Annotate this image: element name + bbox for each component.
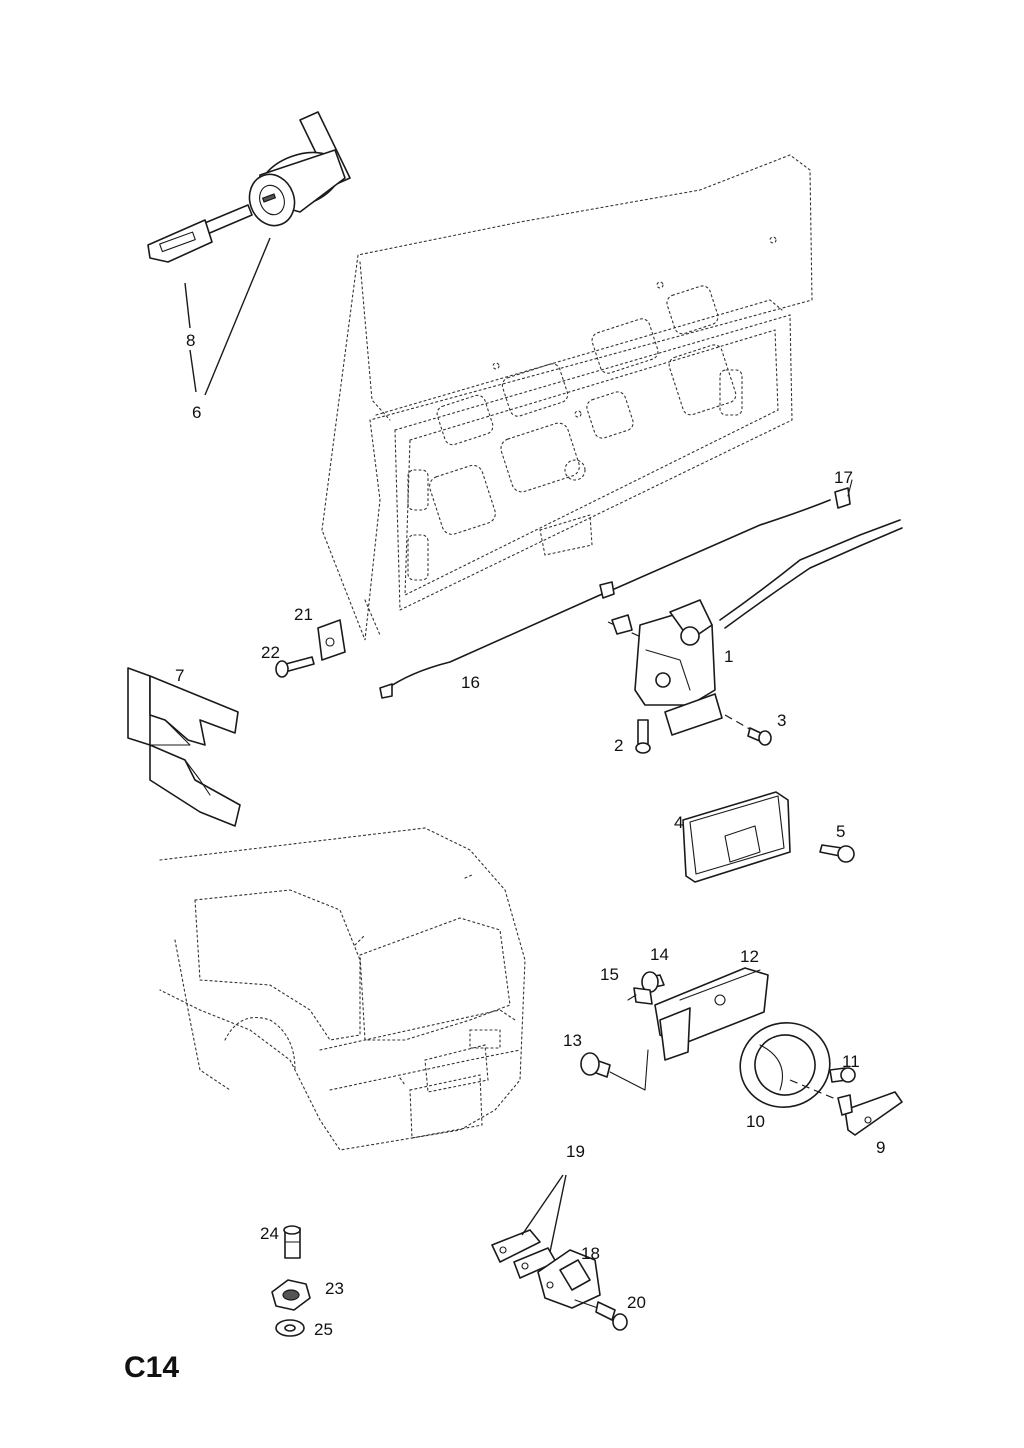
bumper-stop-24 <box>283 1225 301 1259</box>
callout-25: 25 <box>314 1320 333 1339</box>
bracket-21 <box>317 619 346 661</box>
callout-10: 10 <box>746 1112 765 1131</box>
lock-cylinder-assembly <box>147 111 351 263</box>
screw-3 <box>747 727 772 746</box>
callout-13: 13 <box>563 1031 582 1050</box>
callout-7: 7 <box>175 666 184 685</box>
callout-18: 18 <box>581 1244 600 1263</box>
shim-19-a <box>491 1229 541 1263</box>
callout-8: 8 <box>186 331 195 350</box>
callout-9: 9 <box>876 1138 885 1157</box>
callout-14: 14 <box>650 945 669 964</box>
screw-2 <box>635 719 651 754</box>
callout-22: 22 <box>261 643 280 662</box>
callout-5: 5 <box>836 822 845 841</box>
cable-16 <box>379 499 831 699</box>
screw-11 <box>829 1067 856 1083</box>
latch-1 <box>611 599 723 736</box>
washer-25 <box>275 1319 305 1337</box>
bracket-12 <box>654 967 769 1061</box>
callout-20: 20 <box>627 1293 646 1312</box>
callout-16: 16 <box>461 673 480 692</box>
callout-24: 24 <box>260 1224 279 1243</box>
bolt-13 <box>580 1052 611 1078</box>
callout-19: 19 <box>566 1142 585 1161</box>
callout-17: 17 <box>834 468 853 487</box>
callout-23: 23 <box>325 1279 344 1298</box>
cable-17 <box>719 479 903 629</box>
callout-6: 6 <box>192 403 201 422</box>
callout-3: 3 <box>777 711 786 730</box>
callout-4: 4 <box>674 813 683 832</box>
handle-9 <box>837 1091 903 1136</box>
striker-18 <box>537 1249 601 1309</box>
handle-housing-10 <box>739 1021 831 1109</box>
cover-plate-4 <box>682 791 791 883</box>
bolt-22 <box>275 656 315 678</box>
sheet-code: C14 <box>124 1351 179 1384</box>
tailgate-panel <box>321 154 813 641</box>
callout-12: 12 <box>740 947 759 966</box>
nut-23 <box>271 1279 311 1311</box>
callout-labels: 1 2 3 4 5 6 7 8 9 10 11 12 13 14 15 16 1… <box>175 331 885 1339</box>
trim-panel <box>127 667 241 827</box>
callout-21: 21 <box>294 605 313 624</box>
van-outline <box>159 827 526 1151</box>
callout-15: 15 <box>600 965 619 984</box>
clip-15 <box>627 987 653 1005</box>
screw-20 <box>595 1301 628 1331</box>
screw-5 <box>819 844 855 863</box>
callout-1: 1 <box>724 647 733 666</box>
callout-2: 2 <box>614 736 623 755</box>
callout-11: 11 <box>842 1052 860 1071</box>
